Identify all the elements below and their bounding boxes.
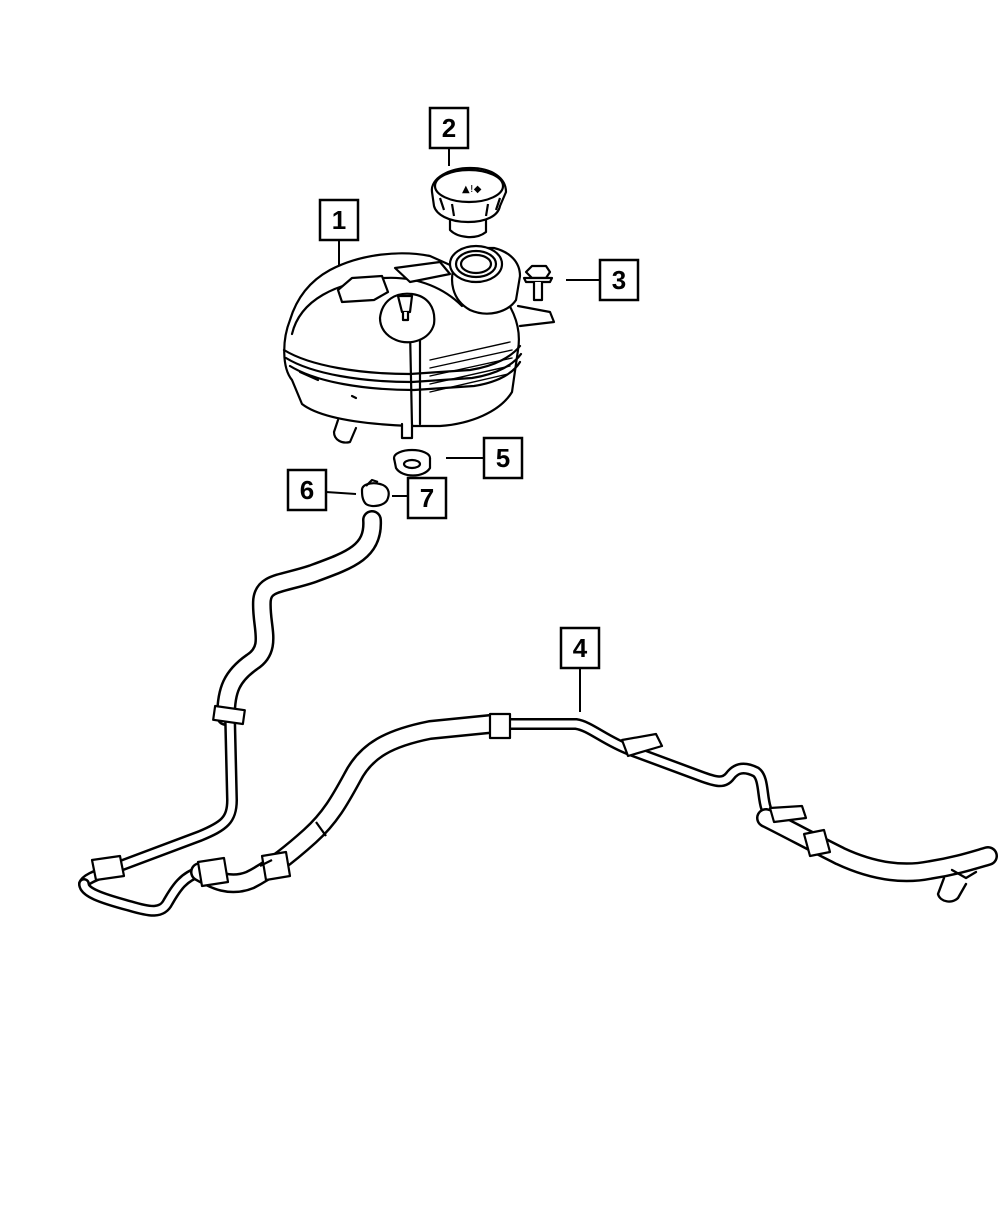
callout-5-label: 5 [496, 443, 510, 473]
svg-text:▲!◆: ▲!◆ [462, 184, 482, 195]
callout-3-label: 3 [612, 265, 626, 295]
callout-2-label: 2 [442, 113, 456, 143]
pressure-cap[interactable]: ▲!◆ [430, 166, 508, 239]
callout-7[interactable]: 7 [406, 476, 448, 520]
callout-1[interactable]: 1 [318, 198, 360, 242]
leader-lines [325, 148, 600, 712]
callout-5[interactable]: 5 [482, 436, 524, 480]
coolant-hose-assembly[interactable] [78, 510, 998, 917]
callout-6-label: 6 [300, 475, 314, 505]
callout-1-label: 1 [332, 205, 346, 235]
hose-clips [90, 704, 832, 888]
callout-4-label: 4 [573, 633, 588, 663]
callout-6[interactable]: 6 [286, 468, 328, 512]
coolant-reservoir[interactable] [282, 244, 556, 444]
callout-3[interactable]: 3 [598, 258, 640, 302]
callout-4[interactable]: 4 [559, 626, 601, 670]
callout-2[interactable]: 2 [428, 106, 470, 150]
hose-clamp[interactable] [360, 478, 390, 508]
callout-7-label: 7 [420, 483, 434, 513]
mounting-bolt[interactable] [522, 264, 554, 302]
outlet-fitting[interactable] [392, 448, 432, 477]
